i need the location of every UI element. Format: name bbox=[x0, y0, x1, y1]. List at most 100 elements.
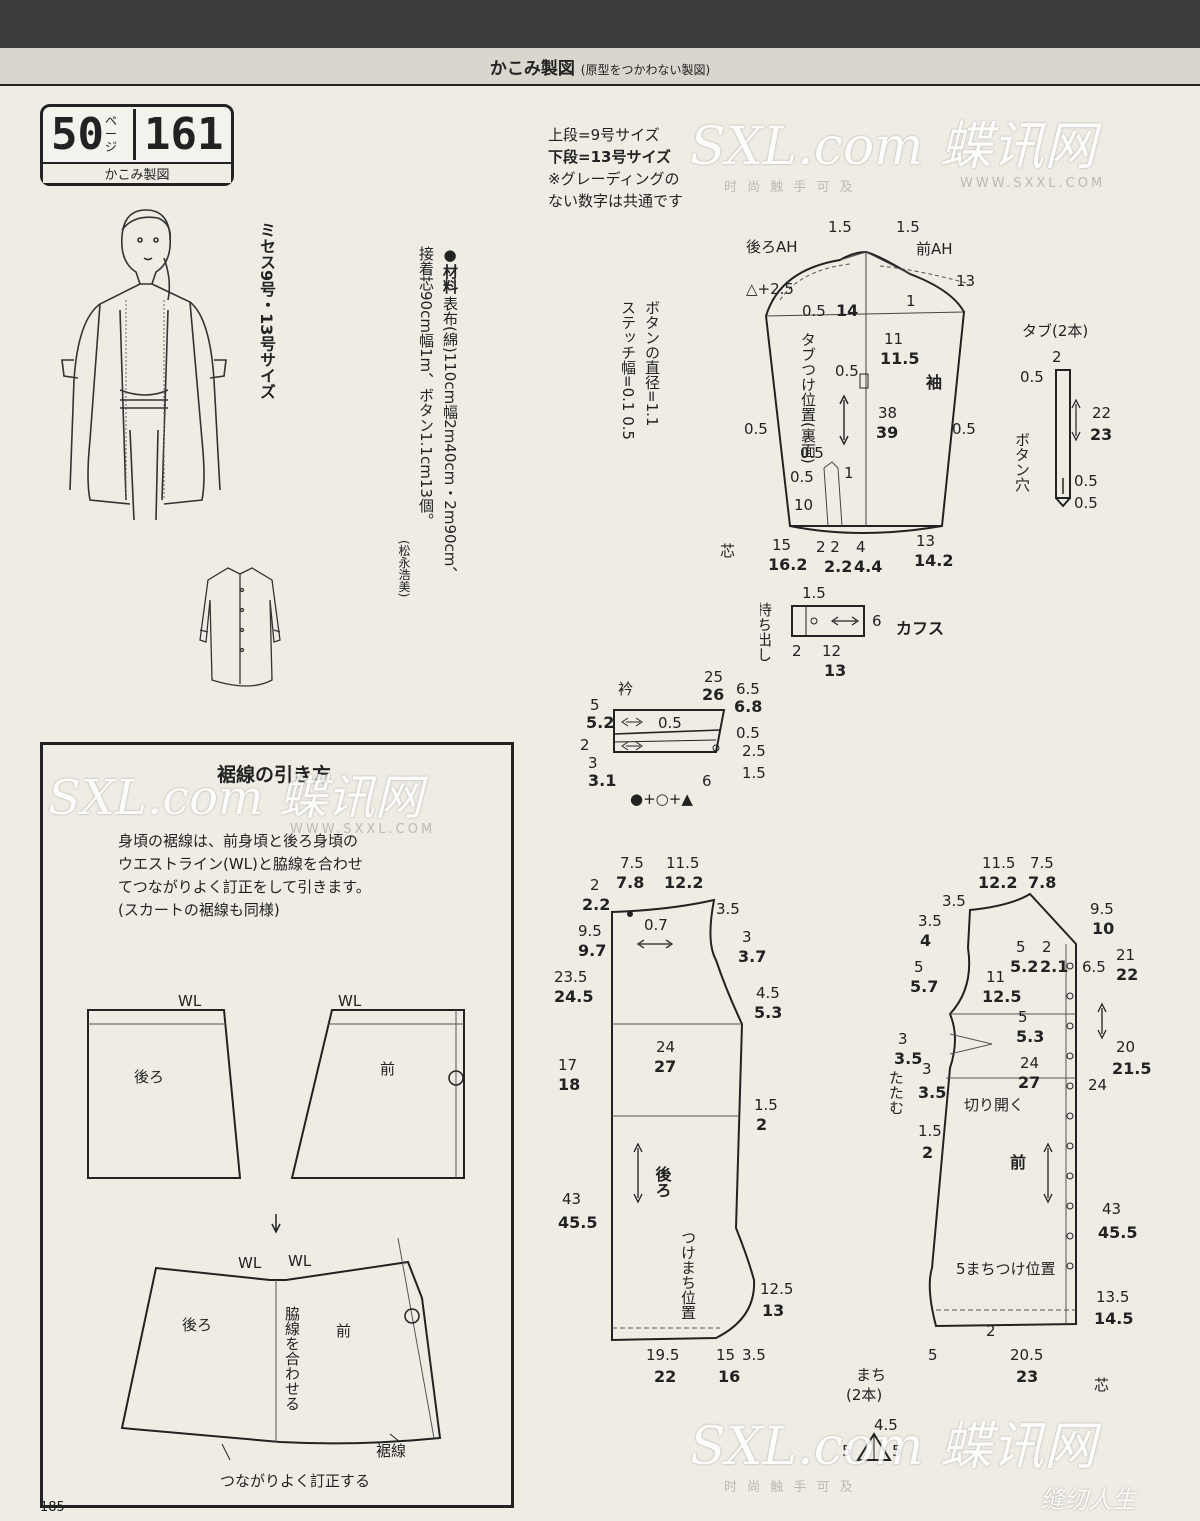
watermark-url-top: WWW.SXXL.COM bbox=[960, 176, 1106, 191]
sleeve-dim-15a: 1.5 bbox=[828, 218, 852, 236]
collar-dim-3: 3 bbox=[588, 754, 598, 772]
cuff-dim-6: 6 bbox=[872, 612, 882, 630]
front-dim-23: 23 bbox=[1016, 1367, 1038, 1386]
cuff-dim-12: 12 bbox=[822, 642, 841, 660]
back-dim-122: 12.2 bbox=[664, 873, 703, 892]
model-illustration bbox=[61, 209, 227, 521]
tab-dim-05: 0.5 bbox=[1020, 368, 1044, 386]
sleeve-bottom-13: 13 bbox=[916, 532, 935, 550]
front-dim-5b: 5 bbox=[914, 958, 924, 976]
front-dim-78: 7.8 bbox=[1028, 873, 1056, 892]
front-dim-5: 5 bbox=[1016, 938, 1026, 956]
front-dim-11: 11 bbox=[986, 968, 1005, 986]
front-dim-27: 27 bbox=[1018, 1073, 1040, 1092]
size-label: ミセス9号・13号サイズ bbox=[257, 222, 276, 400]
gusset-dim-5a: 5 bbox=[842, 1442, 852, 1460]
front-dim-145: 14.5 bbox=[1094, 1309, 1133, 1328]
hem-instruction-panel bbox=[40, 742, 514, 1508]
back-dim-53: 5.3 bbox=[754, 1003, 782, 1022]
panel-wl-back: WL bbox=[178, 992, 202, 1010]
tab-bottom-05b: 0.5 bbox=[1074, 494, 1098, 512]
collar-pattern: 衿 25 26 6.5 6.8 5 5.2 0.5 0.5 2 2.5 3 3.… bbox=[580, 668, 766, 808]
collar-dim-5: 5 bbox=[590, 696, 600, 714]
gusset-dim-5b: 5 bbox=[892, 1442, 902, 1460]
cuff-title: カフス bbox=[896, 619, 944, 638]
panel-fix-label: つながりよく訂正する bbox=[220, 1472, 370, 1490]
collar-title: 衿 bbox=[618, 680, 633, 698]
panel-hem-label: 裾線 bbox=[376, 1442, 406, 1460]
front-dim-15: 1.5 bbox=[918, 1122, 942, 1140]
sleeve-bottom-15: 15 bbox=[772, 536, 791, 554]
sleeve-dim-14: 14 bbox=[836, 301, 858, 320]
sleeve-tab-position: タブつけ位置(裏面) bbox=[799, 332, 817, 464]
panel-wl-back-joined: WL bbox=[238, 1254, 262, 1272]
front-dim-35: 3.5 bbox=[942, 892, 966, 910]
sleeve-dim-13: 13 bbox=[956, 272, 975, 290]
front-dim-10: 10 bbox=[1092, 919, 1114, 938]
back-dim-78: 7.8 bbox=[616, 873, 644, 892]
front-dim-95: 9.5 bbox=[1090, 900, 1114, 918]
subtitle-text: (原型をつかわない製図) bbox=[580, 63, 711, 77]
panel-desc-1: 身頃の裾線は、前身頃と後ろ身頃の bbox=[118, 832, 359, 850]
sleeve-back-ah: 後ろAH bbox=[746, 238, 798, 256]
front-dim-52: 5.2 bbox=[1010, 957, 1038, 976]
sleeve-dim-15b: 1.5 bbox=[896, 218, 920, 236]
collar-legend: ●+○+▲ bbox=[630, 790, 693, 808]
back-gusset-position: つけまち位置 bbox=[679, 1230, 697, 1320]
collar-dim-05: 0.5 bbox=[658, 714, 682, 732]
watermark-brand-mid: SXL.com 蝶讯网 bbox=[48, 770, 423, 826]
collar-dim-05b: 0.5 bbox=[736, 724, 760, 742]
back-dim-22: 2.2 bbox=[582, 895, 610, 914]
front-dim-35d: 3.5 bbox=[918, 1083, 946, 1102]
button-diameter-note: ボタンの直径=1.1 bbox=[643, 300, 661, 427]
front-dim-2c: 2 bbox=[986, 1322, 996, 1340]
panel-back-joined: 後ろ bbox=[182, 1316, 212, 1334]
front-dim-125: 12.5 bbox=[982, 987, 1021, 1006]
front-dim-43: 43 bbox=[1102, 1200, 1121, 1218]
front-dim-5d: 5 bbox=[928, 1346, 938, 1364]
front-dim-24b: 24 bbox=[1088, 1076, 1107, 1094]
front-dim-115: 11.5 bbox=[982, 854, 1015, 872]
front-cut-open: 切り開く bbox=[964, 1096, 1024, 1114]
back-dim-2b: 2 bbox=[756, 1115, 767, 1134]
back-body-name: 後ろ bbox=[653, 1165, 672, 1198]
back-dim-13: 13 bbox=[762, 1301, 784, 1320]
back-body-pattern: 7.5 7.8 11.5 12.2 2 2.2 0.7 3.5 9.5 9.7 … bbox=[554, 854, 793, 1386]
size-note: 上段=9号サイズ 下段=13号サイズ ※グレーディングの ない数字は共通です bbox=[548, 124, 683, 212]
front-dim-5c: 5 bbox=[1018, 1008, 1028, 1026]
panel-title: 裾線の引き方 bbox=[216, 764, 331, 786]
back-dim-95: 9.5 bbox=[578, 922, 602, 940]
size-note-grading-2: ない数字は共通です bbox=[548, 192, 684, 210]
tab-width: 2 bbox=[1052, 348, 1062, 366]
sleeve-pattern: 後ろAH 前AH 1.5 1.5 △+2.5 13 0.5 14 1 11 11… bbox=[720, 218, 976, 576]
sleeve-dim-05a: 0.5 bbox=[802, 302, 826, 320]
page-number: 185 bbox=[40, 1500, 65, 1515]
sleeve-bottom-162: 16.2 bbox=[768, 555, 807, 574]
sleeve-dim-05c: 0.5 bbox=[744, 420, 768, 438]
back-dim-35b: 3.5 bbox=[742, 1346, 766, 1364]
back-dim-37: 3.7 bbox=[738, 947, 766, 966]
front-dim-2b: 2 bbox=[922, 1143, 933, 1162]
collar-dim-2: 2 bbox=[580, 736, 590, 754]
front-body-name: 前 bbox=[1010, 1153, 1026, 1172]
sleeve-dim-39: 39 bbox=[876, 423, 898, 442]
sleeve-dim-38: 38 bbox=[878, 404, 897, 422]
sleeve-dim-05d: 0.5 bbox=[952, 420, 976, 438]
panel-desc-4: (スカートの裾線も同様) bbox=[118, 901, 280, 919]
materials-interfacing: 接着芯90cm幅1m、ボタン1.1cm13個。 bbox=[417, 246, 435, 528]
tab-title: タブ(2本) bbox=[1022, 322, 1088, 340]
watermark-tagline-top: 时 尚 触 手 可 及 bbox=[724, 180, 856, 195]
cuff-dim-13: 13 bbox=[824, 661, 846, 680]
back-dim-18: 18 bbox=[558, 1075, 580, 1094]
collar-dim-15: 1.5 bbox=[742, 764, 766, 782]
collar-dim-6: 6 bbox=[702, 772, 712, 790]
sleeve-front-ah: 前AH bbox=[916, 240, 953, 258]
materials-fabric: 表布(綿)110cm幅2m40cm・2m90cm、 bbox=[441, 296, 459, 582]
gusset-pattern: まち (2本) 4.5 5 5 bbox=[842, 1366, 902, 1461]
sleeve-dim-05f: 0.5 bbox=[790, 468, 814, 486]
front-shin: 芯 bbox=[1094, 1376, 1109, 1394]
ref-box-label: かこみ製図 bbox=[43, 162, 231, 183]
front-dim-75: 7.5 bbox=[1030, 854, 1054, 872]
collar-dim-68: 6.8 bbox=[734, 697, 762, 716]
panel-desc-3: てつながりよく訂正をして引きます。 bbox=[118, 878, 371, 896]
